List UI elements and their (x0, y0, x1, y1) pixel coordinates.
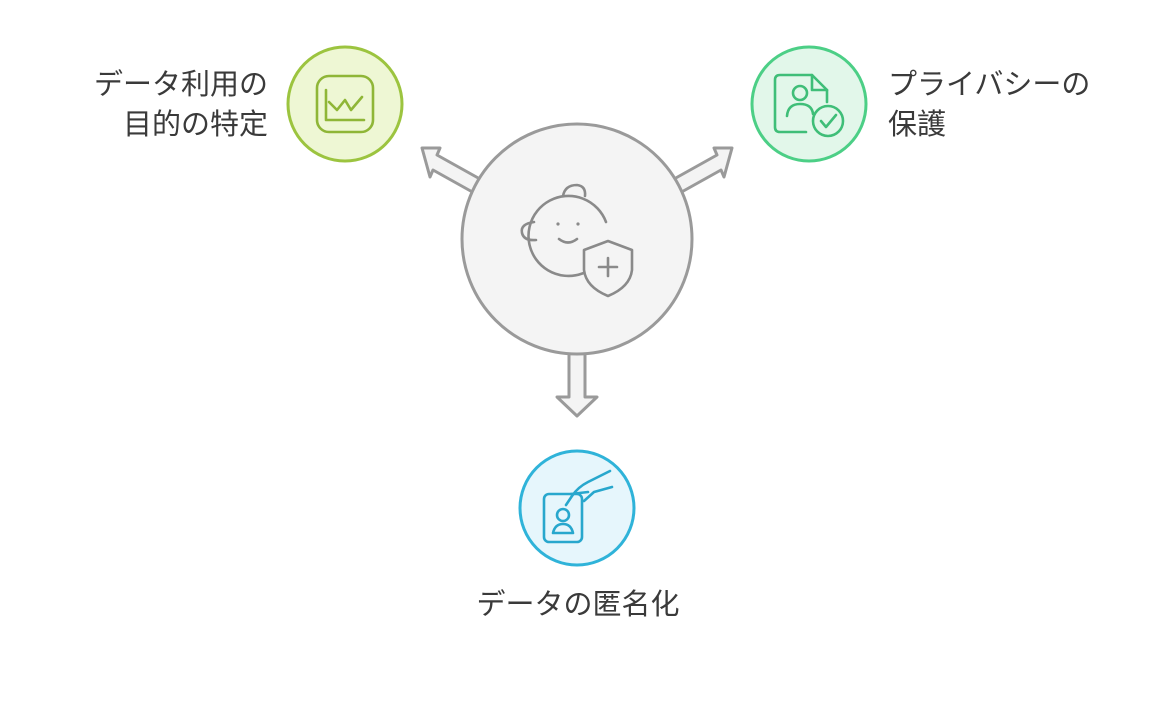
node-purpose-circle (286, 45, 404, 163)
node-purpose-label-line-2: 目的の特定 (122, 107, 268, 141)
hand-id-card-icon (542, 469, 614, 544)
node-anonymize (518, 449, 636, 567)
node-privacy-label-line-2: 保護 (888, 107, 947, 141)
line-chart-icon (315, 74, 375, 134)
node-purpose-label-line-1: データ利用の (93, 67, 268, 101)
center-hub (420, 122, 734, 418)
arrow-upper-left (420, 146, 482, 196)
document-user-check-icon (773, 73, 845, 138)
arrow-upper-right (672, 146, 734, 196)
node-privacy-label: プライバシーの 保護 (888, 64, 1128, 144)
node-anonymize-circle (518, 449, 636, 567)
node-privacy-label-line-1: プライバシーの (888, 67, 1091, 101)
arrow-down (555, 343, 599, 418)
baby-shield-icon (520, 183, 634, 298)
node-purpose (286, 45, 404, 163)
node-privacy-circle (750, 45, 868, 163)
node-anonymize-label-line-1: データの匿名化 (476, 587, 680, 621)
node-privacy (750, 45, 868, 163)
node-purpose-label: データ利用の 目的の特定 (40, 64, 268, 144)
node-anonymize-label: データの匿名化 (398, 584, 758, 624)
